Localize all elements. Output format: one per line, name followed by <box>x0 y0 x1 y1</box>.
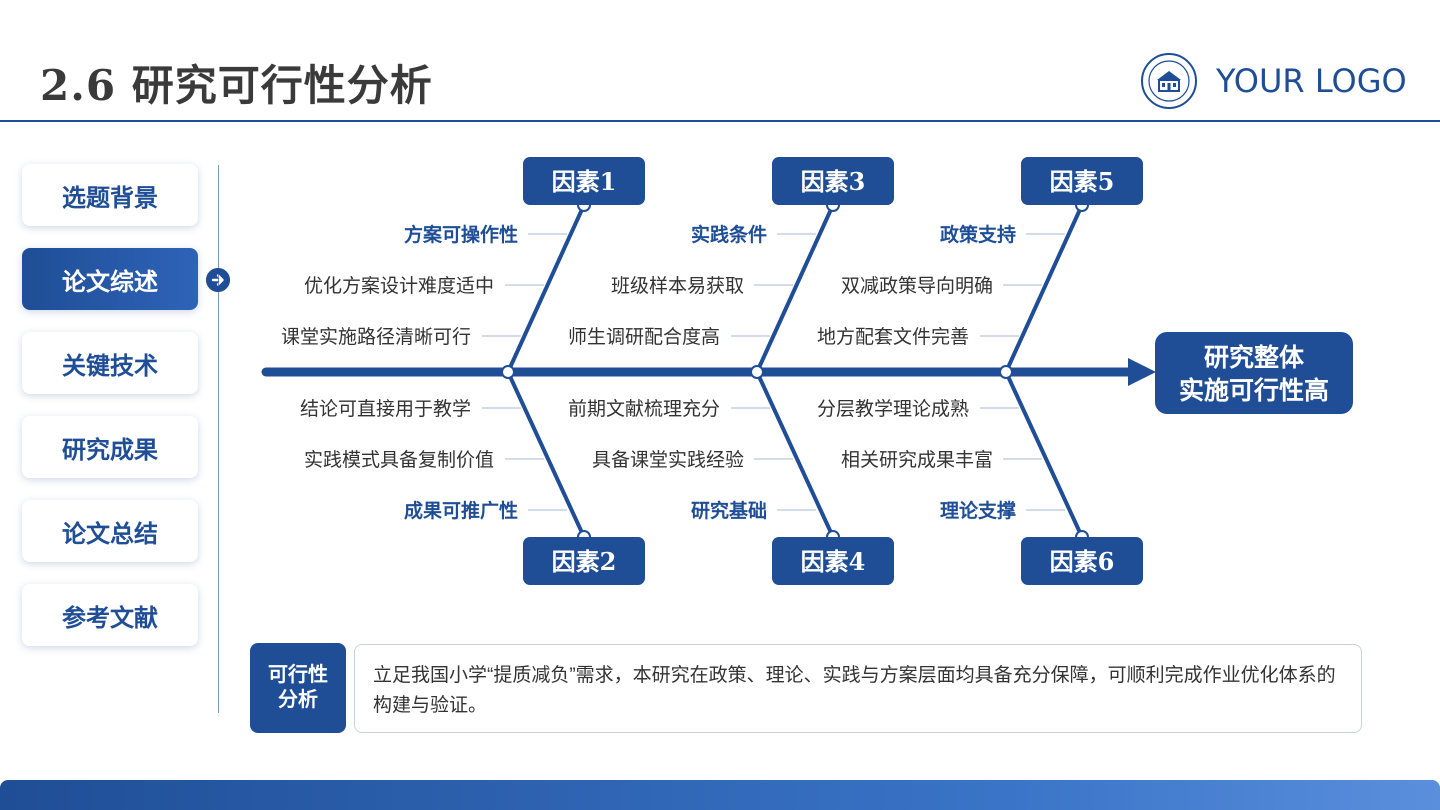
factor-name: 因素3 <box>801 167 866 196</box>
factor-point: 师生调研配合度高 <box>568 326 720 348</box>
sidebar-nav: 选题背景 论文综述 关键技术 研究成果 论文总结 参考文献 <box>22 164 198 668</box>
factor-point: 结论可直接用于教学 <box>300 398 471 420</box>
factor-name: 因素2 <box>552 547 617 576</box>
factor-box-6: 因素6 <box>1021 537 1143 585</box>
summary-tag: 可行性 分析 <box>250 643 346 733</box>
factor-category: 理论支撑 <box>940 499 1016 522</box>
factor-category: 成果可推广性 <box>404 499 518 522</box>
factor-box-3: 因素3 <box>772 157 894 205</box>
factor-point: 双减政策导向明确 <box>841 275 993 297</box>
factor-category: 实践条件 <box>691 223 767 246</box>
sidebar-item-topic-background[interactable]: 选题背景 <box>22 164 198 226</box>
factor-point: 分层教学理论成熟 <box>817 398 969 420</box>
fishbone-head: 研究整体 实施可行性高 <box>1155 332 1353 414</box>
factor-name: 因素5 <box>1050 167 1115 196</box>
factor-category: 研究基础 <box>691 499 767 522</box>
factor-point: 优化方案设计难度适中 <box>304 275 494 297</box>
factor-category: 政策支持 <box>940 223 1016 246</box>
factor-name: 因素1 <box>552 167 617 196</box>
bone-factor-1 <box>506 204 586 373</box>
factor-box-5: 因素5 <box>1021 157 1143 205</box>
summary-tag-line-1: 可行性 <box>268 664 328 686</box>
sidebar-item-literature-review[interactable]: 论文综述 <box>22 248 198 310</box>
sidebar-item-references[interactable]: 参考文献 <box>22 584 198 646</box>
factor-box-1: 因素1 <box>523 157 645 205</box>
header-divider <box>0 120 1440 122</box>
sidebar-divider <box>218 165 219 713</box>
sidebar-item-research-results[interactable]: 研究成果 <box>22 416 198 478</box>
factor-category: 方案可操作性 <box>404 223 518 246</box>
factor-box-4: 因素4 <box>772 537 894 585</box>
sidebar-item-thesis-summary[interactable]: 论文总结 <box>22 500 198 562</box>
summary-text: 立足我国小学“提质减负”需求，本研究在政策、理论、实践与方案层面均具备充分保障，… <box>354 644 1362 733</box>
logo-text: YOUR LOGO <box>1216 62 1407 100</box>
factor-point: 课堂实施路径清晰可行 <box>281 326 471 348</box>
spine-arrowhead <box>1128 358 1156 386</box>
factor-point: 地方配套文件完善 <box>817 326 969 348</box>
factor-point: 具备课堂实践经验 <box>592 449 744 471</box>
factor-point: 前期文献梳理充分 <box>568 398 720 420</box>
footer-bar <box>0 780 1440 810</box>
head-line-1: 研究整体 <box>1204 343 1305 372</box>
leader-lines <box>482 233 1065 511</box>
university-emblem-icon <box>1141 53 1197 109</box>
bone-factor-4 <box>755 371 835 538</box>
sidebar-item-key-technology[interactable]: 关键技术 <box>22 332 198 394</box>
factor-name: 因素4 <box>801 547 866 576</box>
bone-factor-6 <box>1004 371 1084 538</box>
fishbone-diagram: 因素1 因素3 因素5 因素2 因素4 因素6 方案可操作性 优化方案设计难度适… <box>261 157 1353 585</box>
summary-tag-line-2: 分析 <box>278 689 318 711</box>
page-title: 2.6 研究可行性分析 <box>40 61 433 110</box>
head-line-2: 实施可行性高 <box>1179 376 1329 405</box>
factor-point: 实践模式具备复制价值 <box>304 449 494 471</box>
logo: YOUR LOGO <box>1140 52 1407 110</box>
factor-name: 因素6 <box>1050 547 1115 576</box>
bone-factor-3 <box>755 204 835 373</box>
bone-factor-2 <box>506 371 586 538</box>
factor-point: 班级样本易获取 <box>611 275 744 297</box>
factor-box-2: 因素2 <box>523 537 645 585</box>
bone-factor-5 <box>1004 204 1084 373</box>
factor-point: 相关研究成果丰富 <box>841 449 993 471</box>
